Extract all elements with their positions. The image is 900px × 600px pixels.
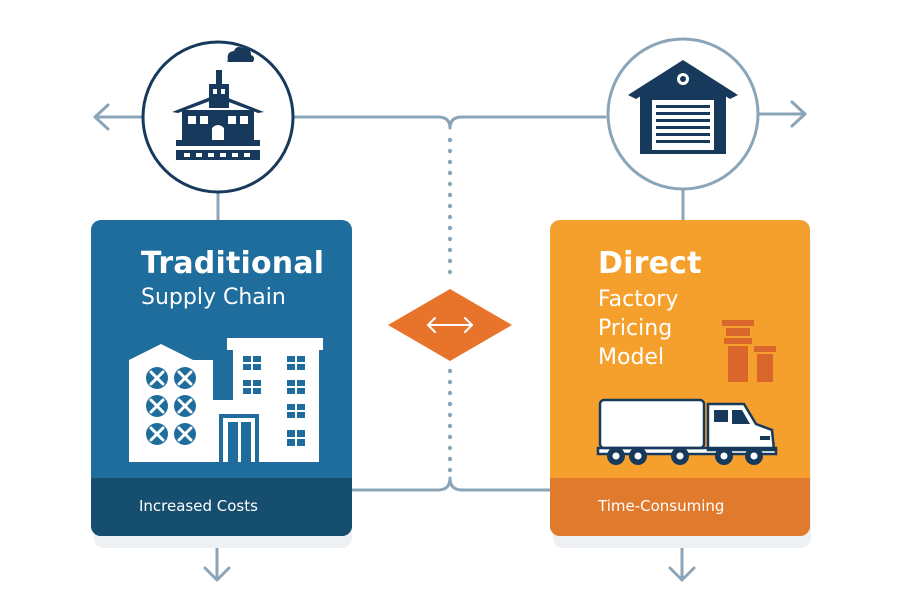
traditional-footer: Increased Costs	[91, 478, 352, 536]
divider-dot	[447, 192, 453, 198]
divider-dot	[447, 412, 453, 418]
traditional-footer-label: Increased Costs	[139, 497, 258, 515]
divider-dot	[447, 181, 453, 187]
city-building-icon	[129, 338, 323, 462]
compare-arrows-icon	[388, 289, 512, 361]
divider-dot	[447, 258, 453, 264]
divider-dot	[447, 379, 453, 385]
divider-dot	[447, 225, 453, 231]
divider-dot	[447, 148, 453, 154]
divider-dot	[447, 368, 453, 374]
divider-dot	[447, 159, 453, 165]
direct-title: Direct	[598, 246, 702, 281]
direct-subtitle-line-1: Factory	[598, 287, 679, 312]
divider-dot	[447, 456, 453, 462]
divider-dot	[447, 434, 453, 440]
truck-icon	[596, 398, 778, 465]
divider-dot	[447, 423, 453, 429]
divider-dot	[447, 170, 453, 176]
top-connector	[291, 115, 607, 130]
direct-subtitle: Factory Pricing Model	[598, 285, 678, 372]
divider-dot	[447, 137, 453, 143]
direct-footer-label: Time-Consuming	[598, 497, 725, 515]
direct-card: Direct Factory Pricing Model	[550, 220, 810, 536]
divider-dot	[447, 214, 453, 220]
direct-subtitle-line-3: Model	[598, 345, 665, 370]
right-down-arrow-head	[668, 566, 696, 582]
divider-dot	[447, 247, 453, 253]
dotted-divider	[447, 137, 453, 473]
divider-dot	[447, 445, 453, 451]
divider-dot	[447, 467, 453, 473]
direct-footer: Time-Consuming	[550, 478, 810, 536]
divider-dot	[447, 203, 453, 209]
traditional-card: Traditional Supply Chain	[91, 220, 352, 536]
barrels-icon	[722, 320, 776, 382]
direct-subtitle-line-2: Pricing	[598, 316, 673, 341]
left-down-arrow-head	[203, 566, 231, 582]
divider-dot	[447, 401, 453, 407]
left-arrow-head	[93, 103, 110, 131]
warehouse-icon	[628, 60, 738, 154]
factory-icon	[172, 47, 264, 160]
divider-dot	[447, 269, 453, 275]
bottom-connector	[351, 476, 554, 492]
divider-dot	[447, 236, 453, 242]
divider-dot	[447, 390, 453, 396]
traditional-title: Traditional	[141, 246, 325, 281]
right-arrow-head	[790, 100, 807, 128]
traditional-subtitle: Supply Chain	[141, 285, 286, 310]
